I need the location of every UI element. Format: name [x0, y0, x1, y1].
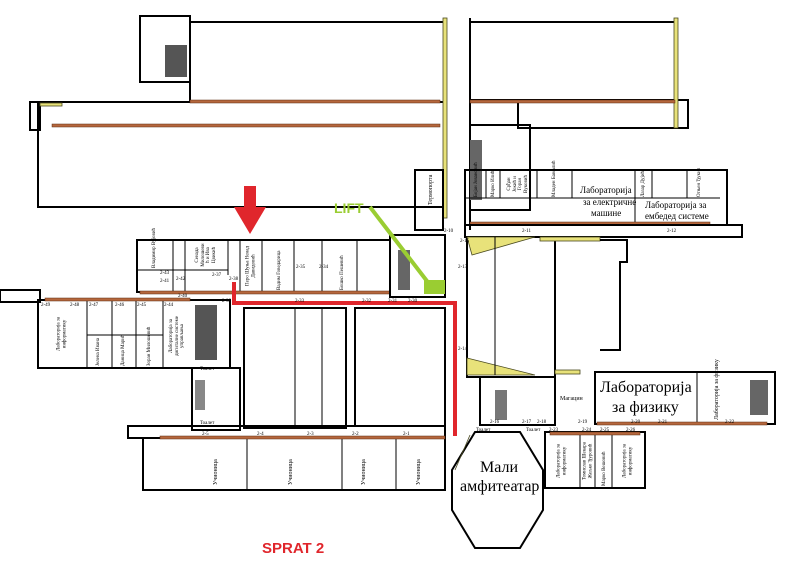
toalet-label: Тоалет	[526, 428, 541, 433]
office-label: Бојан Јовановић	[473, 162, 479, 197]
lab-digitalni-label: Лабораторија за дигиталне системе управљ…	[168, 316, 185, 356]
svg-text:2-46: 2-46	[115, 303, 125, 308]
magacin-label: Магацин	[560, 396, 584, 402]
lab-informatika-label: Лабораторија за информатику	[622, 443, 634, 479]
lab-informatika-label: Лабораторија за информатику	[556, 443, 568, 479]
lift-label: LIFT	[334, 200, 364, 216]
south-east-block	[479, 371, 776, 489]
office-label: Марко Вешовић	[601, 451, 607, 486]
office-label: Даница Марић	[120, 334, 126, 366]
floor-title: SPRAT 2	[262, 540, 324, 557]
room-numbers: 2-5 2-4 2-3 2-2 2-1 2-40 2-39 2-33 2-32 …	[41, 229, 735, 437]
svg-text:2-15: 2-15	[460, 239, 470, 244]
svg-text:2-26: 2-26	[626, 428, 636, 433]
lab-fizika-label: Лабораторија	[600, 379, 692, 396]
svg-text:2-25: 2-25	[600, 428, 610, 433]
office-label: Бошко Пешевић	[339, 255, 345, 290]
svg-text:2-30: 2-30	[408, 299, 418, 304]
svg-text:2-10: 2-10	[444, 229, 454, 234]
lab-elektricne-label-3: машине	[591, 208, 621, 218]
mali-amfiteatar-label-2: амфитеатар	[460, 478, 539, 495]
svg-text:2-49: 2-49	[41, 303, 51, 308]
toalet-label: Тоалет	[200, 421, 215, 426]
east-wing	[464, 169, 743, 378]
lab-fizika-label-2: за физику	[612, 399, 679, 416]
lab-embedded-label-2: ембедед системе	[645, 211, 709, 221]
svg-text:2-12: 2-12	[667, 229, 677, 234]
svg-text:2-4: 2-4	[257, 432, 264, 437]
lift-marker	[424, 280, 445, 294]
svg-text:2-11: 2-11	[522, 229, 531, 234]
office-label: Марко Илић	[490, 170, 496, 197]
ucionica-label: Учионица	[416, 459, 422, 485]
office-label: Владимир Вујовић	[151, 227, 157, 268]
ucionica-label: Учионица	[361, 459, 367, 485]
office-label: Вадим Говедарица	[277, 250, 282, 290]
svg-text:2-5: 2-5	[202, 432, 209, 437]
svg-text:2-20: 2-20	[631, 420, 641, 425]
svg-text:2-33: 2-33	[295, 299, 305, 304]
route-path	[232, 282, 457, 436]
lab-embedded-label: Лабораторија за	[645, 200, 706, 210]
ucionica-label: Учионица	[288, 459, 294, 485]
office-label: Лазар Дујић	[640, 170, 646, 197]
office-label: Сенада Милошевић и Ива Цвикић	[195, 243, 217, 267]
toalet-label: Тоалет	[476, 428, 491, 433]
mali-amfiteatar-label: Мали	[480, 459, 518, 476]
lab-informatika-label: Лабораторија за информатику	[56, 316, 68, 352]
svg-text:2-47: 2-47	[89, 303, 99, 308]
toilet-block	[191, 367, 241, 431]
ucionica-label: Учионица	[213, 459, 219, 485]
svg-text:2-39: 2-39	[222, 299, 232, 304]
office-label: Огњен Ђукић	[696, 167, 702, 197]
office-label: Младен Бањалић	[551, 160, 557, 197]
office-label: Томислав Шекара Жељко Ђуровић	[582, 441, 594, 481]
svg-text:2-48: 2-48	[70, 303, 80, 308]
svg-text:2-16: 2-16	[490, 420, 500, 425]
svg-text:2-44: 2-44	[164, 303, 174, 308]
svg-text:2-41: 2-41	[160, 279, 170, 284]
office-label: Перо Шуња Ненад Давидовић	[245, 246, 257, 286]
lab-elektricne-label-2: за електричне	[583, 197, 636, 207]
svg-text:2-31: 2-31	[388, 299, 398, 304]
mali-amfiteatar-outline	[451, 431, 544, 549]
svg-text:2-42: 2-42	[176, 277, 186, 282]
office-label: Јелена Ивана	[96, 337, 101, 366]
office-label: Срђан Јокић и Горан Вуковић	[507, 175, 529, 193]
toalet-label: Тоалет	[200, 367, 215, 372]
north-windows	[51, 99, 676, 128]
svg-text:2-3: 2-3	[307, 432, 314, 437]
south-wing	[127, 425, 446, 491]
svg-text:2-18: 2-18	[537, 420, 547, 425]
svg-text:2-40: 2-40	[178, 294, 188, 299]
lift-pointer	[368, 205, 432, 287]
svg-text:2-17: 2-17	[522, 420, 532, 425]
svg-text:2-35: 2-35	[296, 265, 306, 270]
svg-text:2-2: 2-2	[352, 432, 359, 437]
lab-elektricne-label: Лабораторија	[580, 185, 632, 195]
svg-text:2-32: 2-32	[362, 299, 372, 304]
central-office-block	[136, 169, 446, 298]
svg-text:2-21: 2-21	[658, 420, 668, 425]
arrow-down-icon	[234, 186, 266, 234]
svg-text:2-23: 2-23	[549, 428, 559, 433]
svg-text:2-38: 2-38	[229, 277, 239, 282]
termoporta-label: Термопорта	[428, 174, 434, 205]
svg-text:2-45: 2-45	[137, 303, 147, 308]
svg-text:2-37: 2-37	[212, 273, 222, 278]
svg-text:2-1: 2-1	[403, 432, 410, 437]
svg-text:2-24: 2-24	[582, 428, 592, 433]
office-label: Зоран Милошевић	[146, 326, 152, 366]
svg-text:2-19: 2-19	[578, 420, 588, 425]
svg-text:2-14: 2-14	[458, 347, 468, 352]
svg-text:2-13: 2-13	[458, 265, 468, 270]
svg-text:2-22: 2-22	[725, 420, 735, 425]
courtyards	[243, 307, 446, 429]
west-wing	[0, 289, 231, 369]
svg-text:2-43: 2-43	[160, 271, 170, 276]
lab-fizika-small-label: Лабораторија за физику	[713, 359, 720, 420]
svg-text:2-34: 2-34	[319, 265, 329, 270]
